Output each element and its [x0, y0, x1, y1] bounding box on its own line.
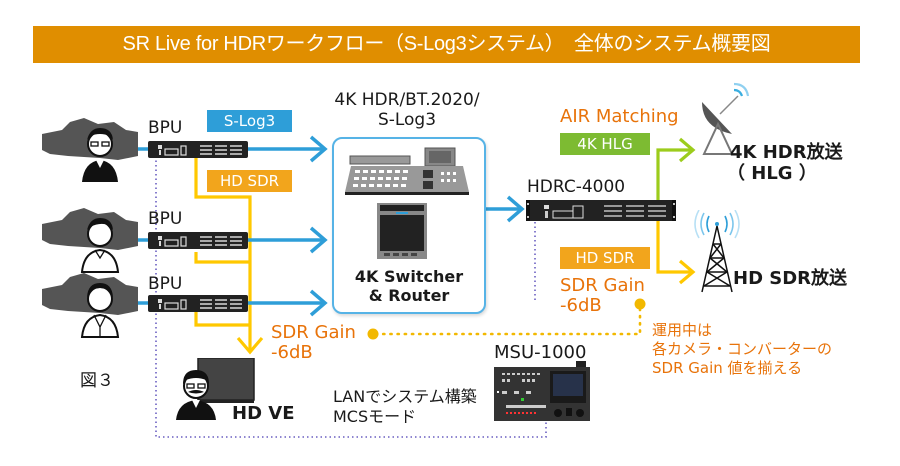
air-matching-label: AIR Matching [560, 106, 679, 127]
operation-note-line2: 各カメラ・コンバーターの [652, 340, 833, 358]
hlg-output-line [656, 137, 696, 200]
lan-note-line2: MCSモード [333, 407, 417, 426]
sdr-gain-left-line2: -6dB [271, 342, 313, 363]
sdr-gain-dot-right [634, 298, 646, 310]
bpu-label: BPU [148, 118, 183, 138]
hd-ve-operator-icon [176, 358, 255, 420]
bpu-label: BPU [148, 209, 183, 229]
camera-icon [42, 273, 138, 338]
switcher-name-line2: & Router [368, 286, 450, 306]
sdr-gain-right-line2: -6dB [560, 295, 602, 316]
hd-sdr-tag: HD SDR [207, 170, 292, 192]
msu-control-panel-icon [494, 361, 590, 421]
camera-operator-icon [82, 128, 118, 182]
hlg-output-tag: 4K HLG [560, 133, 650, 155]
hd-sdr-feed-lines [194, 156, 264, 355]
sdr-gain-right-line1: SDR Gain [560, 275, 645, 296]
signal-waves-icon [694, 210, 740, 239]
switcher-format-line1: 4K HDR/BT.2020/ [334, 90, 480, 110]
sdr-gain-dot-left [367, 328, 379, 340]
hd-sdr-output-tag: HD SDR [560, 247, 650, 269]
router-frame-icon [377, 203, 427, 259]
slog3-tag: S-Log3 [207, 110, 292, 132]
bpu-unit-icon [148, 141, 248, 158]
signal-waves-icon [733, 82, 750, 97]
hdr-broadcast-label: 4K HDR放送 [730, 142, 843, 163]
sdr-output-line [656, 220, 696, 285]
bpu-unit-icon [148, 295, 248, 312]
switcher-format-line2: S-Log3 [377, 110, 437, 130]
hdrc-converter-icon [526, 200, 676, 221]
switcher-name-line1: 4K Switcher [354, 267, 464, 286]
camera-operator-icon [80, 218, 120, 273]
sdr-broadcast-label: HD SDR放送 [733, 268, 848, 289]
camera-operator-icon [80, 283, 120, 338]
operation-note-line3: SDR Gain 値を揃える [652, 359, 803, 377]
converter-label: HDRC-4000 [527, 177, 626, 197]
hdr-broadcast-sublabel: （ HLG ） [727, 163, 817, 184]
bpu-label: BPU [148, 274, 183, 294]
lan-note-line1: LANでシステム構築 [333, 387, 477, 406]
camera-icon [42, 118, 138, 182]
switcher-panel-icon [345, 147, 469, 259]
camera-icon [42, 208, 138, 273]
figure-number: 図３ [80, 371, 114, 391]
bpu-unit-icon [148, 232, 248, 249]
sdr-gain-link [367, 298, 646, 340]
satellite-dish-icon [702, 82, 750, 155]
sdr-gain-left-line1: SDR Gain [271, 322, 356, 343]
diagram-title: SR Live for HDRワークフロー（S-Log3システム） 全体のシステ… [33, 26, 860, 63]
msu-label: MSU-1000 [494, 342, 587, 363]
broadcast-tower-icon [694, 210, 740, 293]
switcher-name: 4K Switcher & Router [332, 267, 486, 305]
hd-ve-label: HD VE [232, 403, 295, 424]
operation-note-line1: 運用中は [652, 321, 713, 339]
